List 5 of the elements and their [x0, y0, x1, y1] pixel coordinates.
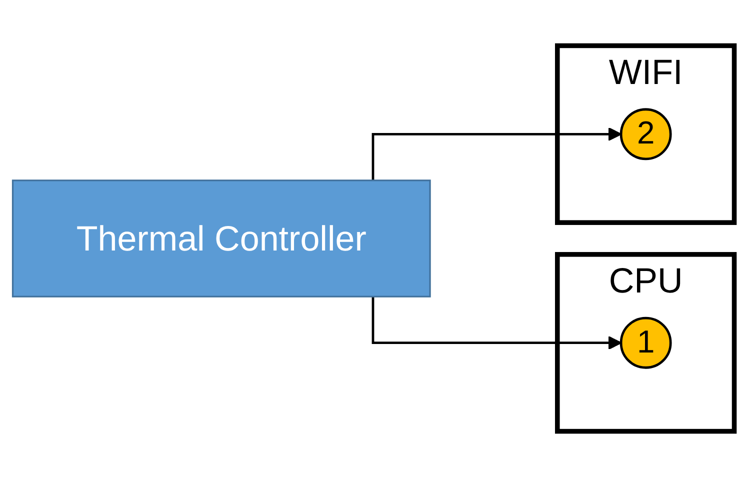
arrow — [372, 296, 622, 350]
node-box: Thermal Controller — [12, 180, 431, 298]
node-circle: 2 — [620, 108, 672, 160]
node-circle: 1 — [620, 316, 672, 369]
arrow — [372, 127, 622, 180]
